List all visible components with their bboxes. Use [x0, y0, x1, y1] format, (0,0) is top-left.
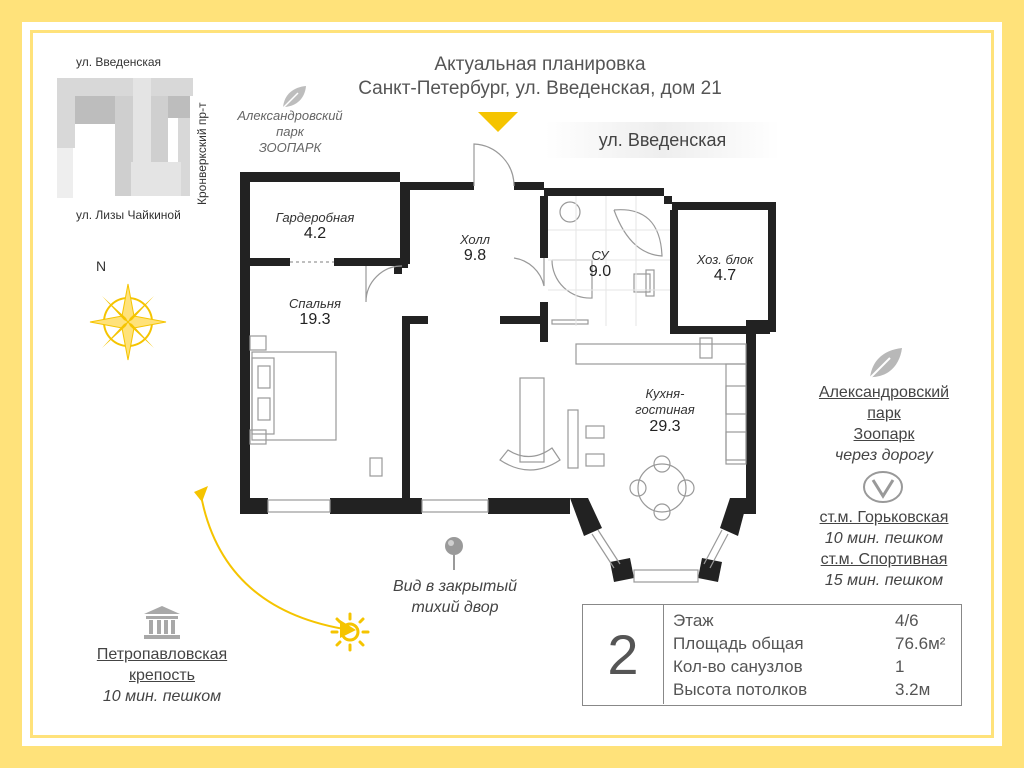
inner-frame [30, 30, 994, 738]
minimap-top-street: ул. Введенская [76, 55, 162, 69]
title-line-1: Актуальная планировка [434, 54, 646, 75]
park-top-label: Александровский парк ЗООПАРК [225, 108, 355, 156]
entrance-arrow-icon [478, 112, 518, 132]
fortress-time: 10 мин. пешком [102, 688, 222, 705]
rooms-count: 2 [583, 605, 664, 704]
info-row: Высота потолков 3.2м [673, 678, 953, 701]
room-kitchen-name: Кухня- гостиная [635, 386, 695, 417]
info-row-value: 76.6м² [895, 633, 946, 653]
metro-gorkovskaya-time: 10 мин. пешком [824, 530, 944, 547]
sun-path [194, 486, 356, 638]
room-bedroom: Спальня 19.3 [250, 296, 380, 329]
metro-sportivnaya-time: 15 мин. пешком [824, 572, 944, 589]
minimap-side-street: Кронверкский пр-т [195, 102, 209, 205]
view-label: Вид в закрытый тихий двор [360, 576, 550, 618]
room-bedroom-area: 19.3 [299, 311, 331, 328]
view-line-2: тихий двор [411, 599, 499, 616]
park-right-line-2[interactable]: парк [867, 405, 901, 422]
info-row-label: Площадь общая [673, 633, 804, 653]
info-row-label: Высота потолков [673, 679, 808, 699]
info-row-label: Этаж [673, 610, 714, 630]
info-row-label: Кол-во санузлов [673, 656, 803, 676]
info-row-value: 4/6 [895, 610, 919, 630]
room-wardrobe-area: 4.2 [303, 225, 327, 242]
park-right-label: Александровский парк Зоопарк через дорог… [795, 382, 973, 466]
info-row: Этаж 4/6 [673, 609, 953, 632]
fortress-line-2[interactable]: крепость [128, 667, 196, 684]
park-right-line-1[interactable]: Александровский [818, 384, 950, 401]
info-row: Кол-во санузлов 1 [673, 655, 953, 678]
park-top-line-2: парк [276, 124, 304, 139]
minimap-bottom-street: ул. Лизы Чайкиной [76, 208, 181, 222]
fortress-icon [144, 606, 180, 639]
zoo-link[interactable]: Зоопарк [853, 426, 915, 443]
room-bathroom-name: СУ [591, 248, 609, 263]
fortress-label: Петропавловская крепость 10 мин. пешком [64, 644, 260, 707]
metro-sportivnaya-link[interactable]: ст.м. Спортивная [820, 551, 948, 568]
park-top-line-1: Александровский [237, 108, 343, 123]
metro-label: ст.м. Горьковская 10 мин. пешком ст.м. С… [795, 507, 973, 591]
metro-gorkovskaya-link[interactable]: ст.м. Горьковская [819, 509, 949, 526]
fortress-line-1[interactable]: Петропавловская [96, 646, 228, 663]
compass-icon [89, 283, 167, 361]
across-road-label: через дорогу [834, 447, 934, 464]
room-hall: Холл 9.8 [420, 232, 530, 265]
street-label: ул. Введенская [545, 122, 780, 158]
room-utility-name: Хоз. блок [696, 252, 754, 267]
info-row-value: 1 [895, 656, 905, 676]
room-bedroom-name: Спальня [289, 296, 341, 311]
room-kitchen: Кухня- гостиная 29.3 [605, 386, 725, 436]
room-utility: Хоз. блок 4.7 [680, 252, 770, 285]
metro-icon [863, 471, 903, 503]
info-rows: Этаж 4/6 Площадь общая 76.6м² Кол-во сан… [673, 609, 953, 701]
room-hall-name: Холл [460, 232, 490, 247]
info-row: Площадь общая 76.6м² [673, 632, 953, 655]
leaf-icon [282, 86, 306, 109]
room-wardrobe-name: Гардеробная [275, 210, 355, 225]
minimap [55, 72, 195, 204]
info-table: 2 Этаж 4/6 Площадь общая 76.6м² Кол-во с… [582, 604, 962, 706]
title-line-2: Санкт-Петербург, ул. Введенская, дом 21 [358, 78, 722, 99]
room-kitchen-area: 29.3 [649, 418, 681, 435]
room-wardrobe: Гардеробная 4.2 [250, 210, 380, 243]
view-line-1: Вид в закрытый [392, 578, 518, 595]
leaf-icon-right [869, 348, 902, 379]
room-bathroom: СУ 9.0 [560, 248, 640, 281]
floor-plan [240, 143, 776, 583]
sun-icon [330, 612, 370, 652]
compass-north-label: N [96, 258, 107, 274]
room-hall-area: 9.8 [463, 247, 487, 264]
info-row-value: 3.2м [895, 679, 931, 699]
pin-icon [445, 537, 463, 570]
park-top-line-3: ЗООПАРК [258, 140, 322, 155]
room-utility-area: 4.7 [713, 267, 737, 284]
room-bathroom-area: 9.0 [588, 263, 612, 280]
